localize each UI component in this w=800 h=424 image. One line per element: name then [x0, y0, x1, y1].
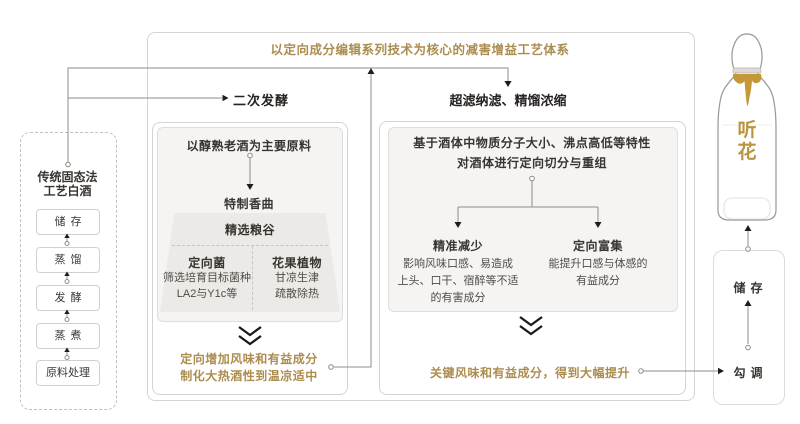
bacteria-desc-line1: 筛选培育目标菌种: [163, 272, 251, 284]
plant-desc-line1: 甘凉生津: [275, 272, 319, 284]
bottle-base-recess: [723, 197, 771, 220]
arrow-up-icon: [744, 225, 752, 231]
reduce-desc-line1: 影响风味口感、易造成: [403, 258, 513, 270]
filtration-header: 超滤纳滤、精馏浓缩: [449, 93, 567, 108]
enrich-title: 定向富集: [572, 239, 623, 253]
bottle-illustration: 听 花: [717, 33, 777, 221]
fermentation-source: 以醇熟老酒为主要原料: [186, 139, 312, 153]
bottle-brand-char2: 花: [737, 140, 756, 163]
filtration-principle: 基于酒体中物质分子大小、沸点高低等特性 对酒体进行定向切分与重组: [388, 133, 676, 173]
enrich-desc-line2: 有益成分: [576, 275, 620, 287]
bottle-outline: [717, 33, 777, 221]
double-chevron-down-icon: [519, 316, 543, 336]
reduce-desc-line2: 上头、口干、宿醉等不适: [397, 275, 519, 287]
bottle-brand-char1: 听: [737, 118, 756, 141]
system-title: 以定向成分编辑系列技术为核心的减害增益工艺体系: [270, 43, 570, 57]
step-distillation: 蒸馏: [36, 247, 100, 273]
grain-title: 精选粮谷: [224, 223, 275, 237]
fermentation-header: 二次发酵: [233, 93, 290, 108]
finishing-storage: 储存: [733, 281, 768, 295]
traditional-process-title: 传统固态法 工艺白酒: [20, 170, 115, 198]
reduce-desc: 影响风味口感、易造成 上头、口干、宿醉等不适 的有害成分: [388, 256, 528, 307]
fermentation-result-line2: 制化大热酒性到温凉适中: [180, 369, 318, 383]
reduce-desc-line3: 的有害成分: [430, 292, 486, 304]
step-storage: 储存: [36, 209, 100, 235]
traditional-title-line2: 工艺白酒: [43, 184, 92, 198]
trapezoid-divider-h: [172, 245, 328, 246]
step-fermentation: 发酵: [36, 285, 100, 311]
filtration-principle-line2: 对酒体进行定向切分与重组: [456, 156, 607, 170]
enrich-desc-line1: 能提升口感与体感的: [548, 258, 648, 270]
bottle-neck-band: [732, 67, 762, 74]
bottle-gold-drip: [732, 74, 762, 106]
filtration-result: 关键风味和有益成分，得到大幅提升: [429, 366, 630, 380]
plant-desc: 甘凉生津 疏散除热: [242, 270, 352, 302]
filtration-principle-line1: 基于酒体中物质分子大小、沸点高低等特性: [413, 136, 651, 150]
finishing-panel: [713, 250, 785, 405]
grain-trapezoid: [160, 213, 340, 312]
fermentation-koji: 特制香曲: [223, 197, 274, 211]
bacteria-desc-line2: LA2与Y1c等: [176, 288, 238, 300]
finishing-blending: 勾调: [733, 366, 768, 380]
enrich-desc: 能提升口感与体感的 有益成分: [528, 256, 668, 290]
trapezoid-divider-v: [252, 246, 253, 310]
traditional-title-line1: 传统固态法: [37, 170, 98, 184]
bacteria-desc: 筛选培育目标菌种 LA2与Y1c等: [150, 270, 264, 302]
fermentation-result: 定向增加风味和有益成分 制化大热酒性到温凉适中: [152, 351, 346, 385]
plant-desc-line2: 疏散除热: [275, 288, 319, 300]
step-raw-material: 原料处理: [36, 360, 100, 386]
step-steaming: 蒸煮: [36, 323, 100, 349]
double-chevron-down-icon: [238, 326, 262, 346]
reduce-title: 精准减少: [432, 239, 483, 253]
bacteria-title: 定向菌: [188, 256, 226, 270]
plant-title: 花果植物: [271, 256, 322, 270]
fermentation-result-line1: 定向增加风味和有益成分: [180, 352, 318, 366]
